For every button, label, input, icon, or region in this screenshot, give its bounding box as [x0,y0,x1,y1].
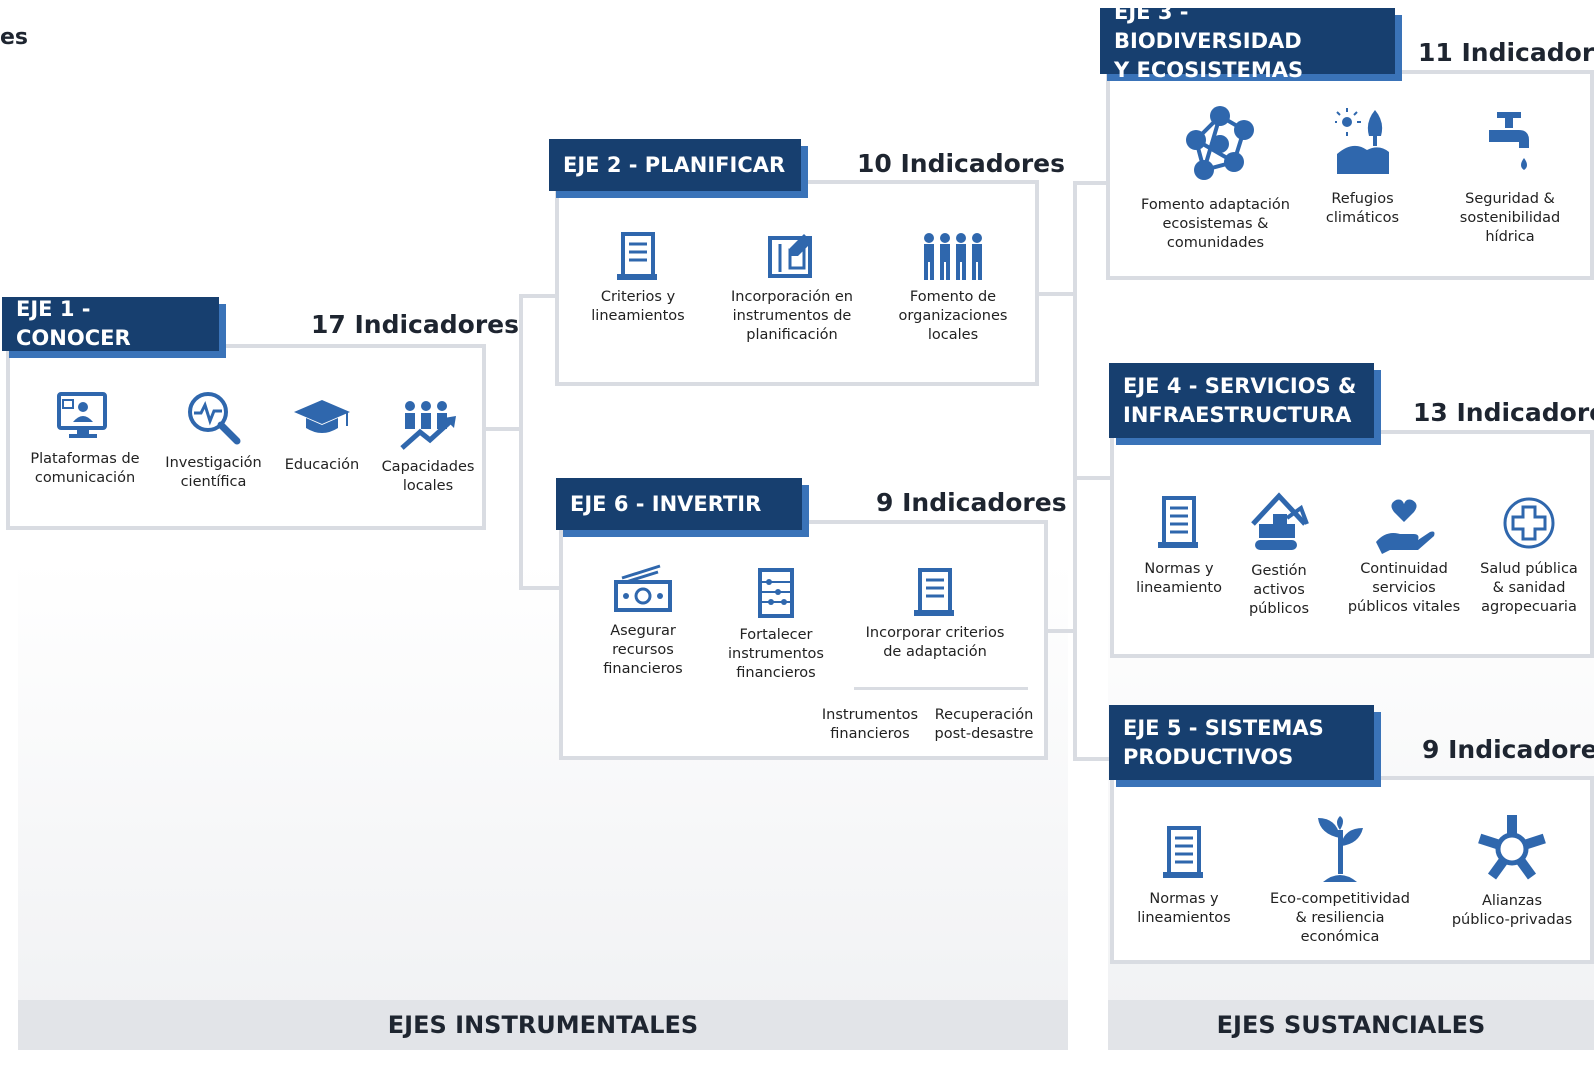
eje1-item-label: Capacidades locales [381,459,475,494]
eje4-item-label: Normas y lineamiento [1136,561,1222,596]
document-scroll-icon [1163,826,1203,878]
health-cross-icon [1503,497,1555,549]
eje2-item-label: Criterios y lineamientos [591,289,685,324]
eje6-item: Fortalecer instrumentos financieros [716,566,836,683]
connector-line [519,586,561,590]
joined-hands-icon [1478,815,1546,880]
community-group-icon [924,233,982,280]
divider [854,687,1028,690]
eje1-item-label: Investigación científica [165,455,262,490]
eje2-indicator-count: 10 Indicadores [857,149,1065,178]
eje2-item-label: Incorporación en instrumentos de planifi… [731,289,853,343]
blueprint-icon [768,234,812,278]
eje1-item: Investigación científica [156,388,271,492]
eje6-indicator-count: 9 Indicadores [876,488,1067,517]
eje5-indicator-count: 9 Indicadores [1422,735,1594,764]
eje1-tab: EJE 1 - CONOCER [2,297,219,351]
connector-line [1073,181,1109,185]
document-scroll-icon [1158,496,1198,548]
eje6-item-label: Fortalecer instrumentos financieros [728,627,824,681]
eje4-item-label: Continuidad servicios públicos vitales [1347,561,1461,615]
eje3-box [1106,70,1594,280]
people-growth-icon [400,401,456,450]
eje5-item: Alianzas público-privadas [1438,812,1586,930]
eje6-item: Incorporar criterios de adaptación [850,566,1020,662]
eje2-item: Incorporación en instrumentos de planifi… [714,230,870,345]
eje3-item: Fomento adaptación ecosistemas & comunid… [1128,104,1303,253]
water-tap-icon [1489,112,1529,170]
eje6-item-label: Incorporar criterios de adaptación [865,625,1005,660]
eje2-item: Criterios y lineamientos [578,230,698,326]
eje6-item-label: Asegurar recursos financieros [603,623,683,677]
eje6-item: Asegurar recursos financieros [584,562,702,679]
magnifier-pulse-icon [187,392,240,445]
monitor-user-icon [57,392,107,438]
eje4-item: Gestión activos públicos [1229,490,1329,619]
connector-line [1073,757,1113,761]
eje2-item-label: Fomento de organizaciones locales [898,289,1008,343]
network-people-icon [1185,106,1254,180]
eje2-item: Fomento de organizaciones locales [883,230,1023,345]
eje5-box [1110,776,1594,964]
eje5-item-label: Normas y lineamientos [1137,891,1231,926]
eje4-indicator-count: 13 Indicadores [1413,398,1594,427]
document-scroll-icon [914,568,954,616]
document-scroll-icon [617,232,657,280]
eje3-item-label: Refugios climáticos [1325,191,1400,226]
hand-heart-icon [1376,499,1435,554]
footer-substantive: EJES SUSTANCIALES [1108,1000,1594,1050]
eje4-item-label: Salud pública & sanidad agropecuaria [1480,561,1578,615]
eje3-item: Refugios climáticos [1305,104,1420,228]
eje6-box [559,520,1048,760]
eje1-item: Plataformas de comunicación [20,388,150,488]
eje3-indicator-count: 11 Indicadores [1418,38,1594,67]
eje1-item-label: Plataformas de comunicación [30,451,140,486]
eje2-tab: EJE 2 - PLANIFICAR [549,139,801,191]
connector-line [519,294,523,590]
connector-line [482,427,522,431]
excavator-house-icon [1251,492,1309,550]
connector-line [1036,292,1077,296]
header-fragment: es [0,25,29,50]
connector-line [519,294,557,298]
eje4-item-label: Gestión activos públicos [1248,563,1310,617]
eje1-item-label: Educación [284,457,360,473]
eje2-box [555,180,1039,386]
eje6-subitem: Recuperación post-desastre [934,707,1034,742]
connector-line [1073,476,1113,480]
eje5-item-label: Alianzas público-privadas [1451,893,1573,928]
connector-line [1073,181,1077,761]
eje5-item-label: Eco-competitividad & resiliencia económi… [1270,891,1410,945]
eje6-tab: EJE 6 - INVERTIR [556,478,802,530]
money-cash-icon [614,564,672,612]
eje4-item: Salud pública & sanidad agropecuaria [1470,492,1588,617]
eje5-item: Eco-competitividad & resiliencia económi… [1256,812,1424,947]
eje4-tab: EJE 4 - SERVICIOS & INFRAESTRUCTURA [1109,363,1374,438]
abacus-icon [758,568,794,618]
eje5-tab: EJE 5 - SISTEMAS PRODUCTIVOS [1109,705,1374,780]
eje3-item: Seguridad & sostenibilidad hídrica [1445,104,1575,247]
nature-refuge-icon [1334,108,1389,174]
eje3-item-label: Fomento adaptación ecosistemas & comunid… [1141,197,1290,251]
eje4-item: Continuidad servicios públicos vitales [1336,492,1472,617]
plant-sprout-icon [1318,816,1363,882]
eje1-item: Educación [277,396,367,475]
eje3-item-label: Seguridad & sostenibilidad hídrica [1459,191,1561,245]
eje5-item: Normas y lineamientos [1126,822,1242,928]
eje3-tab: EJE 3 - BIODIVERSIDAD Y ECOSISTEMAS [1100,0,1395,82]
eje6-subitem: Instrumentos financieros [821,707,919,742]
eje4-item: Normas y lineamiento [1124,492,1234,598]
graduation-cap-icon [294,400,350,433]
eje1-indicator-count: 17 Indicadores [311,310,519,339]
eje1-item: Capacidades locales [373,396,483,496]
footer-instrumental: EJES INSTRUMENTALES [18,1000,1068,1050]
connector-line [1046,629,1077,633]
